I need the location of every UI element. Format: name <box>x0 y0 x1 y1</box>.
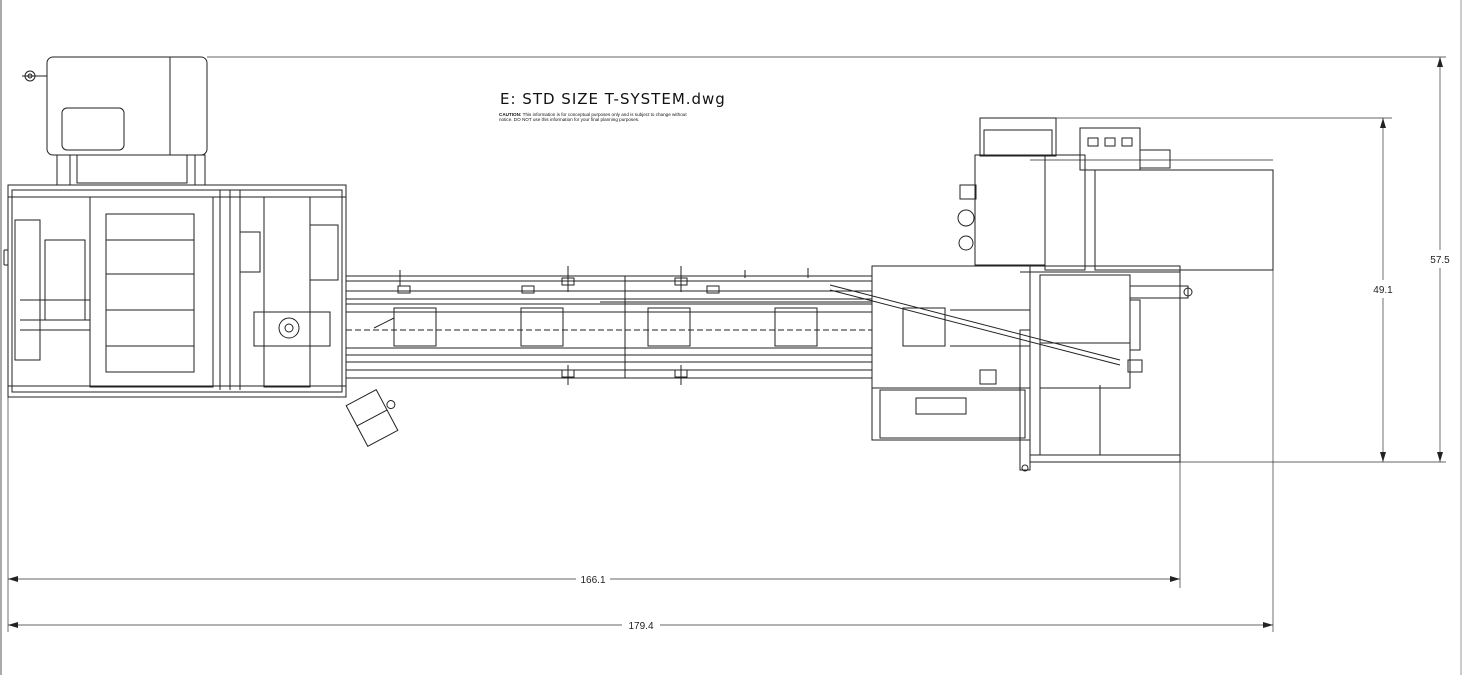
dimension-height-inner: 49.1 <box>1373 285 1393 296</box>
left-infeed-frame <box>3 184 347 398</box>
right-station-frame <box>829 265 1121 441</box>
caution-label: CAUTION: <box>499 112 522 117</box>
dimension-arrowheads <box>8 57 1443 628</box>
right-upright-machine <box>957 117 1274 472</box>
central-conveyor <box>346 266 872 385</box>
top-hopper-unit <box>22 56 208 186</box>
dimension-length-inner: 166.1 <box>580 575 605 586</box>
dimension-height-outer: 57.5 <box>1430 255 1450 266</box>
control-box <box>345 389 399 447</box>
drawing-title: E: STD SIZE T-SYSTEM.dwg <box>500 90 726 108</box>
extension-lines <box>7 56 1446 632</box>
caution-text: This information is for conceptual purpo… <box>499 112 687 122</box>
dimension-length-outer: 179.4 <box>628 621 653 632</box>
caution-note: CAUTION: This information is for concept… <box>499 112 699 122</box>
